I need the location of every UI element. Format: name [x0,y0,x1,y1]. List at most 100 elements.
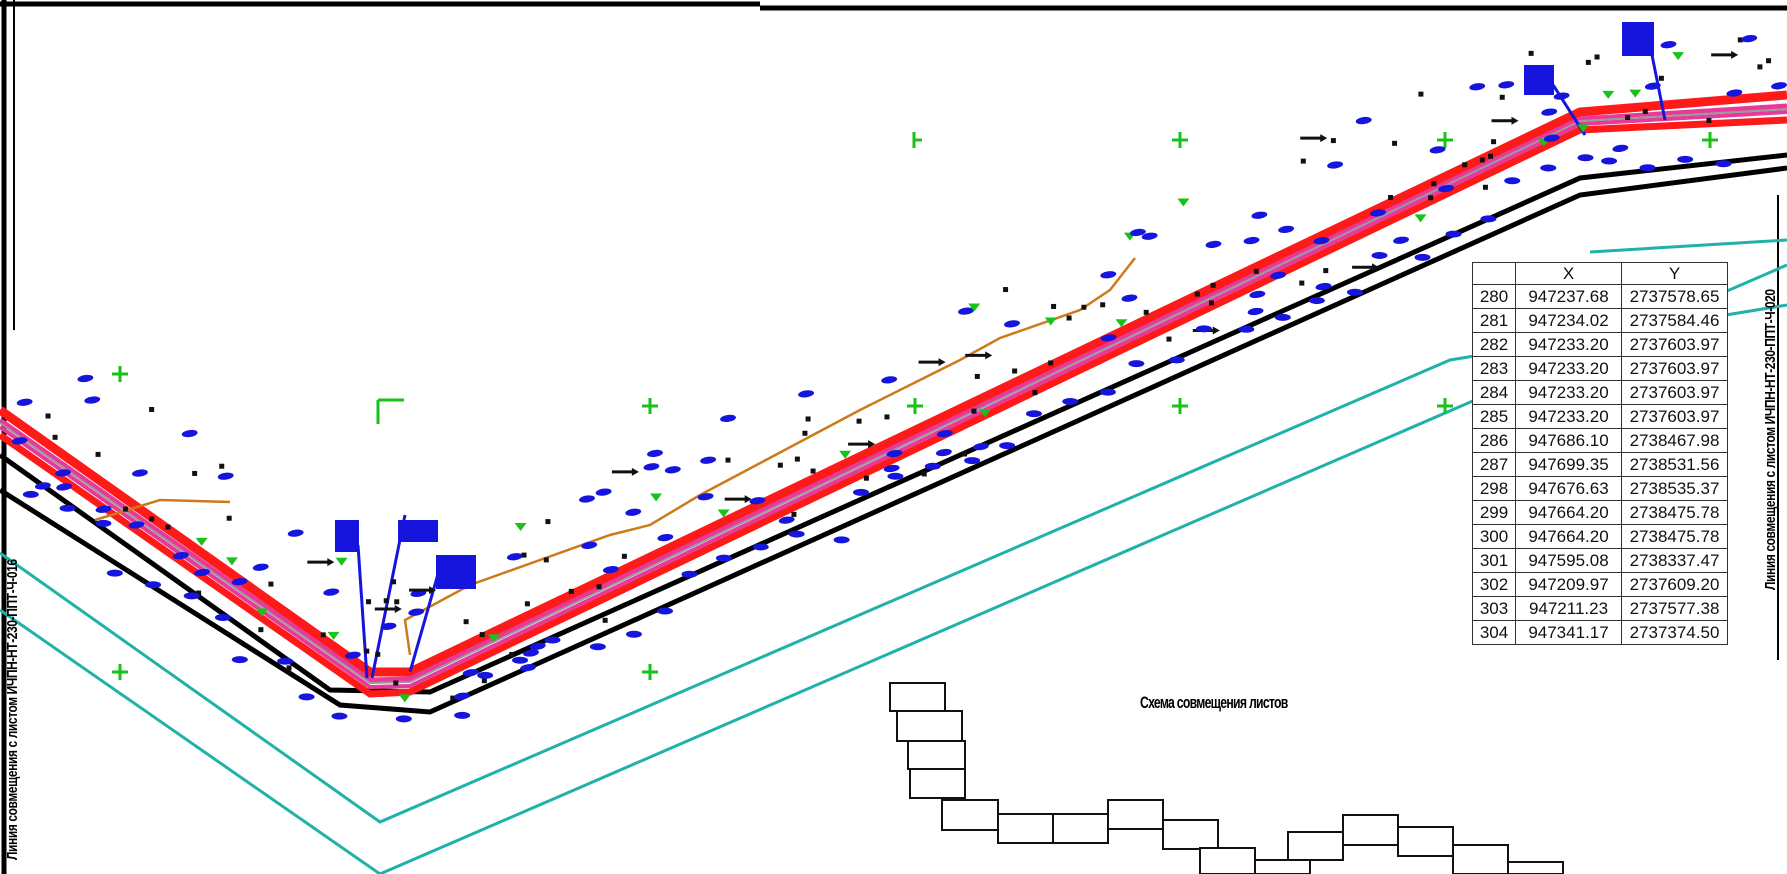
point-marker [1209,300,1215,306]
point-number: 300 [1472,524,1516,549]
blue-marker [1195,325,1212,333]
x-value: 947209.97 [1515,572,1622,597]
point-marker [1392,140,1398,146]
blue-marker [964,457,981,465]
point-marker [1757,64,1763,70]
survey-markers [11,34,1787,723]
blue-marker [128,521,145,529]
right-margin-label: Линия совмещения с листом ИЧПН-НТ-230-ПП… [1762,289,1779,590]
point-marker [1143,309,1149,315]
blue-marker [973,442,989,451]
blue-marker [935,448,952,457]
blue-marker [34,482,51,490]
blue-marker [1540,164,1557,172]
point-marker [863,475,869,481]
point-marker [1100,302,1106,308]
point-marker [1253,268,1259,274]
point-marker [366,599,372,605]
x-value: 947664.20 [1515,524,1622,549]
blue-marker [1308,297,1325,305]
blue-marker [95,505,112,513]
blue-marker [544,636,561,644]
blue-marker [1469,83,1486,91]
blue-marker [95,519,112,527]
point-marker [596,584,602,590]
blue-marker [1677,155,1694,163]
blue-marker [512,656,529,664]
blue-marker [1025,410,1042,418]
point-marker [602,617,608,623]
point-marker [479,632,485,638]
blue-marker [77,374,94,383]
point-marker [1479,157,1485,163]
blue-marker [1355,116,1372,125]
point-marker [1462,162,1468,168]
blue-marker [625,508,642,516]
blue-leaders [356,44,1667,679]
green-triangle-marker [1177,198,1190,207]
arrow-head [394,604,402,613]
y-value: 2737603.97 [1621,404,1728,429]
left-margin-label: Линия совмещения с листом ИЧПН-НТ-230-ПП… [4,559,21,860]
blue-marker [1129,228,1146,237]
blue-marker [1480,215,1497,223]
blue-marker [1270,271,1287,280]
arrow-head [1511,116,1519,125]
point-marker [1012,368,1018,374]
arrow-head [938,358,946,367]
blue-marker [1438,184,1455,193]
blue-marker [1644,82,1661,90]
blue-marker [589,643,606,651]
blue-marker [520,664,536,672]
y-value: 2737603.97 [1621,332,1728,357]
blue-marker [1726,89,1743,97]
point-marker [802,430,808,436]
point-marker [521,552,527,558]
blue-marker [331,712,348,720]
x-value: 947699.35 [1515,452,1622,477]
blue-marker [84,396,101,404]
x-value: 947233.20 [1515,356,1622,381]
blue-marker [625,630,642,638]
blue-marker [1004,320,1020,328]
blue-marker [1238,325,1255,333]
blue-marker [462,669,479,677]
x-value: 947237.68 [1515,284,1622,309]
blue-marker [958,307,974,315]
blue-marker [1601,157,1618,165]
point-marker [286,665,292,671]
point-marker [391,579,397,585]
point-marker [1194,291,1200,297]
blue-marker [231,656,248,664]
point-marker [1766,58,1772,64]
blue-marker [454,711,471,719]
x-value: 947211.23 [1515,596,1622,621]
blue-marker [1099,388,1116,396]
blue-marker [1577,154,1594,162]
blue-marker [172,551,189,560]
blue-marker [506,553,523,561]
point-marker [149,406,155,412]
blue-marker [720,414,736,423]
green-triangle-marker [717,509,730,518]
point-marker [1428,195,1434,201]
blue-marker [1543,134,1560,142]
y-value: 2738467.98 [1621,428,1728,453]
blue-marker [106,569,123,577]
x-value: 947233.20 [1515,380,1622,405]
green-triangle-marker [398,694,411,703]
point-marker [974,373,980,379]
point-number: 280 [1472,284,1516,309]
blue-marker [924,462,941,470]
x-value: 947686.10 [1515,428,1622,453]
point-marker [219,463,225,469]
blue-marker [657,533,674,542]
blue-marker [1315,282,1332,291]
point-marker [1658,75,1664,81]
point-marker [921,471,927,477]
point-marker [1048,360,1054,366]
blue-marker [11,437,28,445]
